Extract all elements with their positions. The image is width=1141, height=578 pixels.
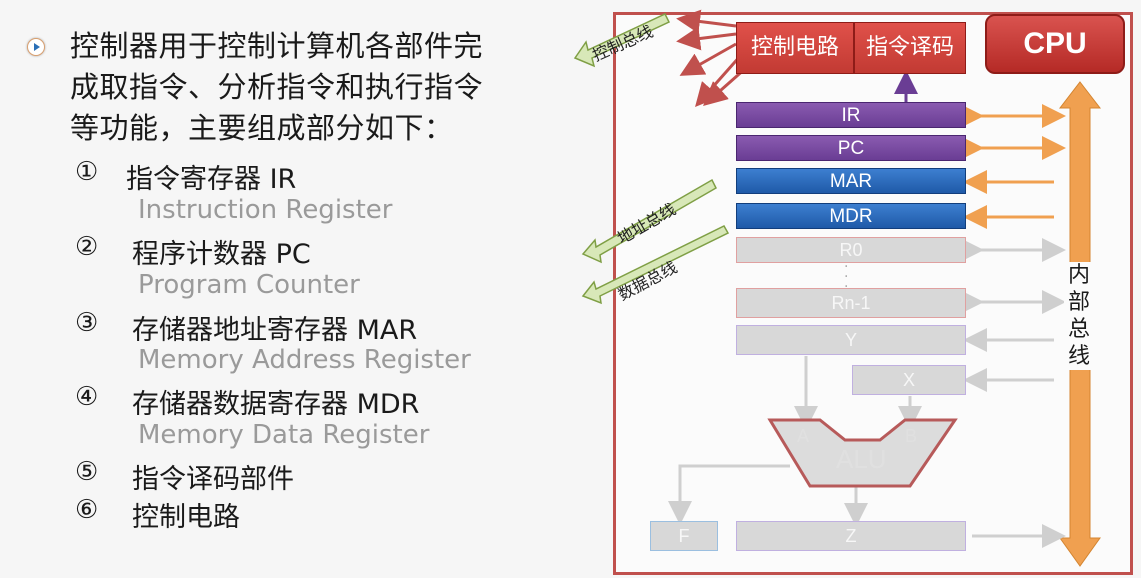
alu-input-b: B xyxy=(905,426,918,446)
play-bullet-icon xyxy=(27,38,45,56)
register-pc: PC xyxy=(736,135,966,161)
cpu-badge: CPU xyxy=(985,14,1125,74)
register-ir: IR xyxy=(736,102,966,128)
register-f: F xyxy=(650,521,718,551)
item-subtitle: Memory Data Register xyxy=(138,420,430,450)
control-circuit-box: 控制电路 xyxy=(736,22,854,74)
alu-label: ALU xyxy=(836,444,887,474)
intro-line: 成取指令、分析指令和执行指令 xyxy=(70,70,484,104)
register-z: Z xyxy=(736,521,966,551)
item-label: 程序计数器 PC xyxy=(132,239,311,270)
register-y: Y xyxy=(736,325,966,355)
item-label: 控制电路 xyxy=(132,502,240,533)
item-subtitle: Instruction Register xyxy=(138,195,393,225)
internal-bus-label: 内部总线 xyxy=(1064,262,1094,370)
item-label: 指令寄存器 IR xyxy=(126,164,297,195)
internal-bus-label-text: 内部总线 xyxy=(1067,263,1090,369)
item-number: ① xyxy=(75,157,99,187)
item-label: 存储器数据寄存器 MDR xyxy=(132,389,420,420)
alu-shape xyxy=(767,418,958,488)
gray-bus-arrows xyxy=(668,238,1066,548)
address-data-bus-arrows xyxy=(573,13,730,305)
alu-input-a: A xyxy=(797,426,810,446)
register-x: X xyxy=(852,365,966,395)
intro-text: 控制器用于控制计算机各部件完 成取指令、分析指令和执行指令 等功能，主要组成部分… xyxy=(70,26,570,149)
item-number: ⑥ xyxy=(75,495,99,525)
register-rn-1: Rn-1 xyxy=(736,288,966,318)
ellipsis: ··· xyxy=(844,259,849,295)
control-signal-arrows xyxy=(676,9,756,107)
item-number: ② xyxy=(75,232,99,262)
register-r0: R0 xyxy=(736,237,966,263)
orange-bus-arrows xyxy=(960,104,1066,229)
item-number: ⑤ xyxy=(75,457,99,487)
item-subtitle: Program Counter xyxy=(138,270,360,300)
item-label: 存储器地址寄存器 MAR xyxy=(132,315,418,346)
explanation-panel: 控制器用于控制计算机各部件完 成取指令、分析指令和执行指令 等功能，主要组成部分… xyxy=(27,26,570,533)
item-number: ④ xyxy=(75,382,99,412)
register-mdr: MDR xyxy=(736,203,966,229)
intro-line: 控制器用于控制计算机各部件完 xyxy=(70,29,484,63)
register-mar: MAR xyxy=(736,168,966,194)
item-label: 指令译码部件 xyxy=(132,464,294,495)
item-number: ③ xyxy=(75,308,99,338)
instruction-decoder-box: 指令译码 xyxy=(854,22,966,74)
item-subtitle: Memory Address Register xyxy=(138,345,471,375)
intro-line: 等功能，主要组成部分如下： xyxy=(70,111,454,145)
